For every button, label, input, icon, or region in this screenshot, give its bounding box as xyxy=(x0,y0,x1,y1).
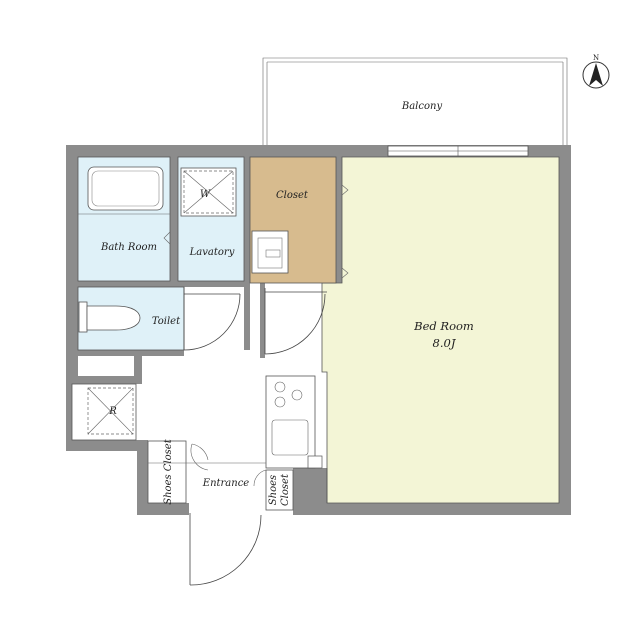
stove-burner-icon xyxy=(291,389,303,401)
wash-basin xyxy=(251,230,289,274)
entrance-label: Entrance xyxy=(202,478,250,489)
bath-room: Bath Room xyxy=(77,156,171,282)
kitchen xyxy=(265,375,323,469)
refrigerator-mark: R xyxy=(108,406,117,417)
bed-room-size: 8.0J xyxy=(433,336,457,350)
refrigerator-space: R xyxy=(71,383,137,441)
stove-burner-icon xyxy=(274,396,286,408)
doors xyxy=(183,287,327,586)
lavatory: W Lavatory xyxy=(177,156,289,282)
shoes-closet-left xyxy=(147,440,187,504)
shoes-closet-right-label-line1: Shoes xyxy=(268,475,279,505)
closet-label: Closet xyxy=(276,190,309,201)
balcony-label: Balcony xyxy=(401,101,443,112)
bed-room: Bed Room 8.0J xyxy=(321,156,560,504)
lavatory-label: Lavatory xyxy=(189,247,235,258)
bathtub xyxy=(87,166,164,211)
north-label: N xyxy=(593,54,599,62)
stove-burner-icon xyxy=(274,381,286,393)
bath-room-label: Bath Room xyxy=(100,242,157,253)
balcony: Balcony xyxy=(262,57,568,145)
shoes-closet-left-label: Shoes Closet xyxy=(163,438,174,504)
exterior-walls xyxy=(66,145,571,515)
toilet-bowl xyxy=(86,305,141,331)
shoes-closet-right xyxy=(265,469,294,511)
entrance-area: Shoes Closet Entrance Shoes Closet xyxy=(147,438,294,511)
bed-room-label: Bed Room xyxy=(413,319,474,333)
kitchen-sink xyxy=(271,419,309,456)
washer-mark: W xyxy=(200,189,211,200)
toilet: Toilet xyxy=(77,286,185,351)
interior-walls xyxy=(66,157,342,384)
north-arrow-icon xyxy=(589,63,603,86)
kitchen-counter xyxy=(265,375,316,469)
compass: N xyxy=(582,54,610,89)
shoes-closet-right-label-line2: Closet xyxy=(280,473,291,506)
toilet-label: Toilet xyxy=(152,316,181,327)
